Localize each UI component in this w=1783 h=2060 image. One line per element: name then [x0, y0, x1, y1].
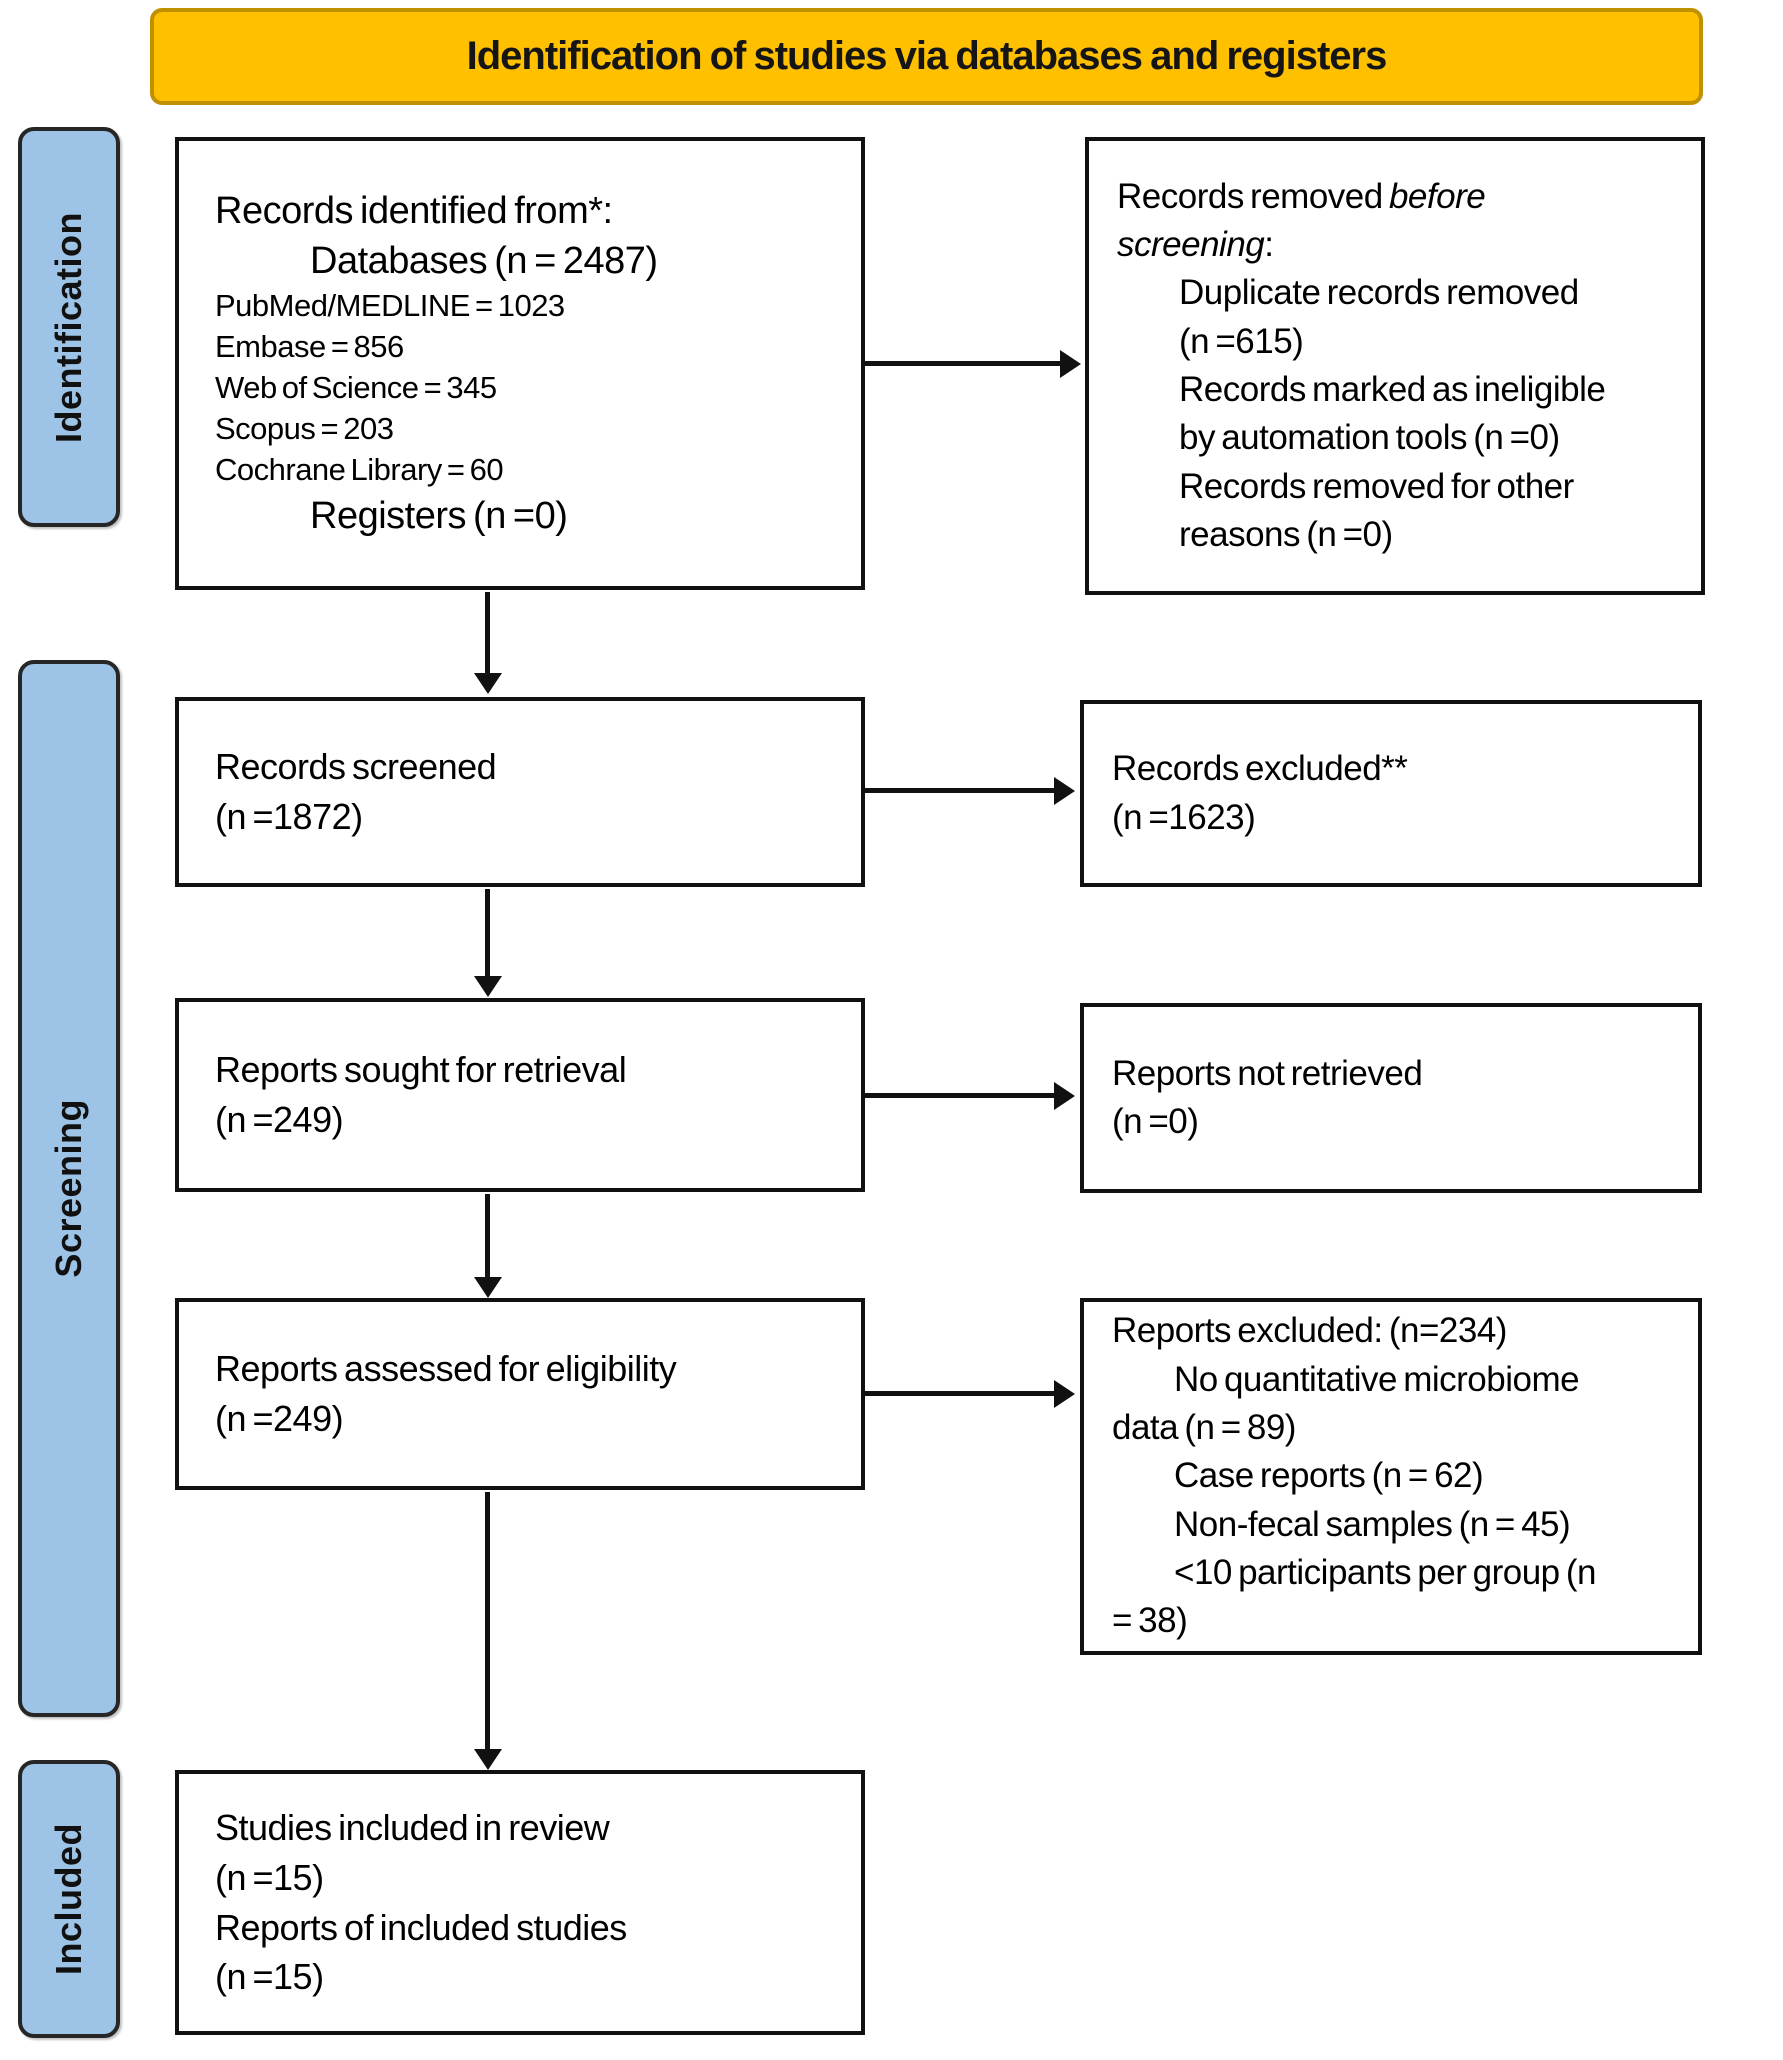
banner-title-text: Identification of studies via databases …: [466, 34, 1388, 78]
text-line: Databases (n = 2487): [310, 240, 658, 283]
stage-included: Included: [18, 1760, 120, 2038]
text-line: Records removed before: [1117, 176, 1486, 216]
stage-included-label: Included: [48, 1822, 89, 1975]
arrow-down-sought-to-assessed: [485, 1194, 490, 1278]
box-reports-not-retrieved: Reports not retrieved (n =0): [1080, 1003, 1702, 1193]
text-line: Records excluded**: [1112, 749, 1408, 789]
stage-identification-label: Identification: [48, 211, 89, 443]
text-line: Records removed for other: [1179, 466, 1574, 506]
box-records-excluded: Records excluded** (n =1623): [1080, 700, 1702, 887]
stage-screening: Screening: [18, 660, 120, 1717]
text-line: Cochrane Library = 60: [215, 451, 504, 487]
arrow-right-assessed-to-reports-excluded: [865, 1391, 1055, 1396]
text-line: (n =615): [1179, 321, 1304, 361]
text-line: Studies included in review: [215, 1807, 610, 1849]
text-line: data (n = 89): [1112, 1408, 1296, 1448]
text-line: Reports assessed for eligibility: [215, 1348, 677, 1390]
text-line: Duplicate records removed: [1179, 273, 1579, 313]
text-line: Reports not retrieved: [1112, 1053, 1423, 1093]
arrow-down-identified-to-screened: [485, 592, 490, 674]
box-reports-sought: Reports sought for retrieval (n =249): [175, 998, 865, 1192]
text-line: Scopus = 203: [215, 411, 394, 447]
arrow-right-identified-to-removed: [865, 361, 1061, 366]
text-line: Records identified from*:: [215, 190, 613, 232]
text-line: Non-fecal samples (n = 45): [1174, 1504, 1571, 1544]
text-line: = 38): [1112, 1601, 1188, 1641]
text-line: (n =249): [215, 1099, 344, 1140]
text-line: reasons (n =0): [1179, 514, 1393, 554]
box-records-screened: Records screened (n =1872): [175, 697, 865, 887]
banner-title: Identification of studies via databases …: [150, 8, 1703, 105]
box-records-removed-before-screening: Records removed before screening: Duplicat…: [1085, 137, 1705, 595]
text-line: (n =1623): [1112, 797, 1256, 837]
text-line: PubMed/MEDLINE = 1023: [215, 288, 565, 324]
text-line: Records marked as ineligible: [1179, 370, 1606, 409]
arrow-down-assessed-to-included: [485, 1492, 490, 1750]
text-line: (n =15): [215, 1956, 324, 1998]
text-line: Reports sought for retrieval: [215, 1049, 627, 1091]
box-records-identified: Records identified from*: Databases (n = …: [175, 137, 865, 590]
text-line: (n =1872): [215, 796, 363, 837]
arrow-right-screened-to-excluded: [865, 788, 1055, 793]
stage-screening-label: Screening: [48, 1099, 89, 1278]
text-line: Case reports (n = 62): [1174, 1456, 1484, 1496]
box-studies-included: Studies included in review (n =15) Reports…: [175, 1770, 865, 2035]
text-line: Records screened: [215, 746, 497, 788]
text-line: screening:: [1117, 225, 1274, 265]
text-line: Embase = 856: [215, 329, 404, 365]
text-line: <10 participants per group (n: [1174, 1552, 1596, 1592]
box-reports-assessed: Reports assessed for eligibility (n =249): [175, 1298, 865, 1490]
arrow-down-screened-to-sought: [485, 889, 490, 977]
text-line: Reports excluded: (n=234): [1112, 1311, 1507, 1351]
text-line: (n =249): [215, 1398, 344, 1439]
text-line: No quantitative microbiome: [1174, 1359, 1580, 1399]
text-line: (n =15): [215, 1856, 324, 1898]
text-line: Registers (n =0): [310, 494, 568, 537]
stage-identification: Identification: [18, 127, 120, 527]
box-reports-excluded: Reports excluded: (n=234) No quantitative…: [1080, 1298, 1702, 1655]
text-line: by automation tools (n =0): [1179, 418, 1560, 458]
text-line: Web of Science = 345: [215, 370, 497, 406]
arrow-right-sought-to-not-retrieved: [865, 1093, 1055, 1098]
text-line: (n =0): [1112, 1102, 1199, 1141]
text-line: Reports of included studies: [215, 1906, 627, 1948]
